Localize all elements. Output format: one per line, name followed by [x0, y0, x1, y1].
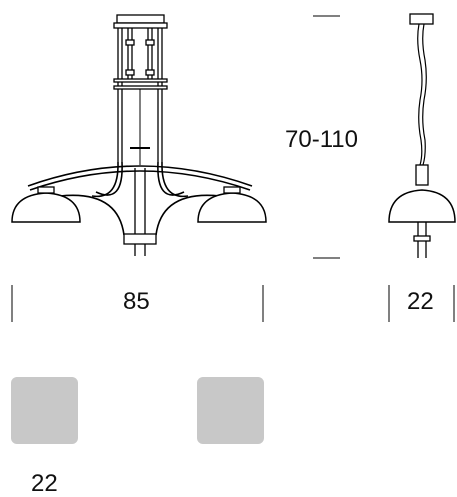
finish-swatch[interactable] — [197, 377, 264, 444]
height-dimension-lines — [313, 15, 340, 259]
left-shade — [11, 192, 81, 223]
extent-lines — [11, 285, 455, 322]
footer-label: 22 — [31, 470, 58, 497]
width-dimension-label: 85 — [123, 288, 150, 315]
depth-dimension-label: 22 — [407, 288, 434, 315]
side-view — [388, 13, 456, 258]
side-shade — [388, 189, 456, 223]
ceiling-canopy — [116, 14, 165, 24]
height-dimension-label: 70-110 — [285, 126, 358, 153]
finish-swatch[interactable] — [11, 377, 78, 444]
front-view — [11, 14, 267, 256]
right-shade — [197, 192, 267, 223]
